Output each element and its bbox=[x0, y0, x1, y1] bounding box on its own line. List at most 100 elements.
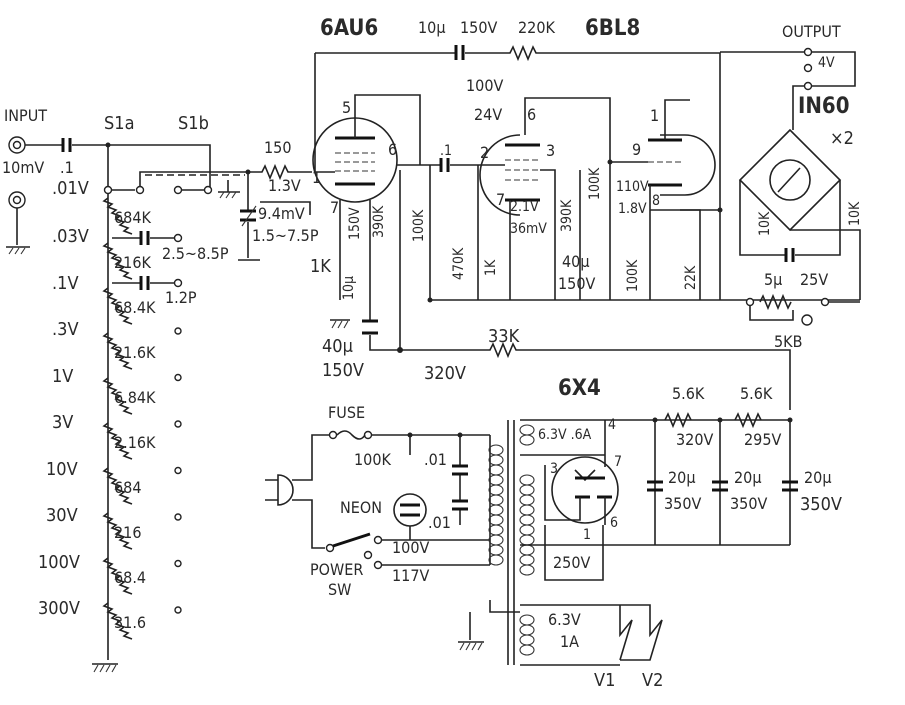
divider-resistor-value: 216K bbox=[114, 253, 151, 272]
v2-screen-resistor: 390K bbox=[559, 199, 575, 232]
comp-cap-2: 1.2P bbox=[165, 288, 197, 307]
range-contact[interactable] bbox=[174, 559, 182, 568]
heater-load-v2: V2 bbox=[642, 670, 664, 691]
ground-symbol bbox=[6, 246, 30, 255]
bplus-node-voltage: 320V bbox=[424, 363, 466, 384]
transformer-winding bbox=[488, 484, 504, 496]
input-jack[interactable] bbox=[8, 136, 26, 209]
v1-pin6: 6 bbox=[388, 140, 398, 159]
bridge-resistor-1: 10K bbox=[757, 211, 773, 236]
transformer-winding bbox=[488, 444, 504, 456]
divider-resistor-value: 68.4K bbox=[114, 298, 156, 317]
range-contact[interactable] bbox=[174, 606, 182, 614]
filter-cap-3: 20μ bbox=[804, 468, 832, 487]
switch-s1a-label: S1a bbox=[104, 113, 135, 134]
heater2-voltage: 6.3V bbox=[548, 610, 581, 629]
v2b-pin9: 9 bbox=[632, 140, 642, 159]
tube-6au6 bbox=[312, 53, 421, 203]
transformer-winding bbox=[519, 434, 535, 446]
bridge-resistor-2: 10K bbox=[847, 201, 863, 226]
v2b-pin1: 1 bbox=[650, 106, 660, 125]
v2-decoupling-cap-voltage: 150V bbox=[558, 274, 596, 293]
v1-cathode-cap: 10μ bbox=[341, 275, 357, 300]
output-cap-voltage: 25V bbox=[800, 270, 829, 289]
transformer-winding bbox=[519, 504, 535, 516]
transformer-winding bbox=[519, 644, 535, 656]
power-switch-label-1[interactable]: POWER bbox=[310, 560, 364, 579]
range-label: .01V bbox=[52, 178, 89, 199]
coupling-cap: .1 bbox=[440, 143, 453, 159]
fuse-label: FUSE bbox=[328, 403, 366, 422]
range-switch-contacts[interactable] bbox=[174, 327, 182, 614]
v2-grid-resistor: 470K bbox=[451, 247, 467, 280]
filter-node-a: 320V bbox=[676, 430, 714, 449]
range-label: 300V bbox=[38, 598, 80, 619]
heater2-current: 1A bbox=[560, 632, 579, 651]
range-label: 30V bbox=[46, 505, 78, 526]
output-cap: 5μ bbox=[764, 270, 783, 289]
divider-resistor bbox=[102, 332, 133, 370]
output-label: OUTPUT bbox=[782, 22, 841, 41]
input-label: INPUT bbox=[4, 106, 48, 125]
input-level: 10mV bbox=[2, 158, 45, 177]
transformer-winding bbox=[488, 514, 504, 526]
tube-6au6-label: 6AU6 bbox=[320, 16, 379, 41]
range-contact[interactable] bbox=[174, 513, 182, 521]
v2-plate-voltage: 100V bbox=[466, 76, 504, 95]
input-cap-value: .1 bbox=[60, 158, 74, 177]
feedback-cap: 10μ bbox=[418, 18, 446, 37]
diode-type: IN60 bbox=[798, 94, 850, 119]
v2b-plate-dc: 110V bbox=[616, 179, 649, 195]
tube-6x4-label: 6X4 bbox=[558, 376, 601, 401]
transformer-winding bbox=[519, 484, 535, 496]
line-cap-2: .01 bbox=[428, 513, 451, 532]
range-contact[interactable] bbox=[174, 466, 182, 475]
divider-resistor-value: 684 bbox=[114, 478, 142, 497]
range-label: 10V bbox=[46, 458, 78, 480]
range-contact[interactable] bbox=[174, 327, 182, 335]
filter-cap-3-voltage: 350V bbox=[800, 494, 842, 515]
v1-cathode-cap-voltage: 150V bbox=[347, 207, 363, 240]
rect-pin1: 1 bbox=[583, 527, 592, 543]
bplus-filter-cap: 40μ bbox=[322, 336, 353, 357]
v1-pin7: 7 bbox=[330, 198, 340, 217]
v2-pin7: 7 bbox=[496, 190, 506, 209]
calibration-pot: 5KB bbox=[774, 332, 803, 351]
range-label: 3V bbox=[52, 412, 74, 433]
v2b-plate-signal: 1.8V bbox=[618, 201, 647, 217]
power-switch-label-2[interactable]: SW bbox=[328, 580, 352, 599]
transformer-winding bbox=[488, 494, 504, 506]
tube-6bl8-pentode bbox=[479, 97, 611, 300]
divider-resistor bbox=[102, 467, 133, 505]
rect-pin7: 7 bbox=[614, 454, 623, 470]
range-label: 1V bbox=[52, 365, 74, 387]
neon-label: NEON bbox=[340, 498, 382, 517]
output-terminals[interactable] bbox=[803, 47, 813, 91]
divider-resistor-value: 68.4 bbox=[114, 568, 147, 587]
transformer-winding bbox=[519, 514, 535, 526]
grid-dc-voltage: 1.3V bbox=[268, 176, 301, 195]
range-label: .03V bbox=[52, 226, 89, 247]
meter-bridge bbox=[738, 128, 861, 300]
transformer-winding bbox=[519, 524, 535, 536]
divider-resistor-value: 2.16K bbox=[114, 433, 156, 452]
rect-pin6: 6 bbox=[610, 515, 619, 531]
v2-plate-resistor: 100K bbox=[587, 167, 603, 200]
filter-node-b: 295V bbox=[744, 430, 782, 449]
bplus-feed-resistor: 33K bbox=[488, 326, 520, 347]
line-cap-1: .01 bbox=[424, 450, 447, 469]
transformer-winding bbox=[519, 624, 535, 636]
filter-cap-2: 20μ bbox=[734, 468, 762, 487]
divider-resistor-value: 216 bbox=[114, 523, 142, 542]
tube-6bl8-triode bbox=[610, 99, 716, 300]
range-contact[interactable] bbox=[174, 420, 182, 428]
filter-cap-1: 20μ bbox=[668, 468, 696, 487]
v1-cathode-resistor: 1K bbox=[310, 256, 331, 277]
range-contact[interactable] bbox=[174, 373, 182, 382]
heater-load-v1: V1 bbox=[594, 670, 616, 691]
comp-cap-1: 2.5~8.5P bbox=[162, 244, 229, 263]
divider-resistor bbox=[102, 242, 133, 280]
transformer-winding bbox=[488, 454, 504, 466]
v2b-output-resistor: 22K bbox=[683, 265, 699, 290]
